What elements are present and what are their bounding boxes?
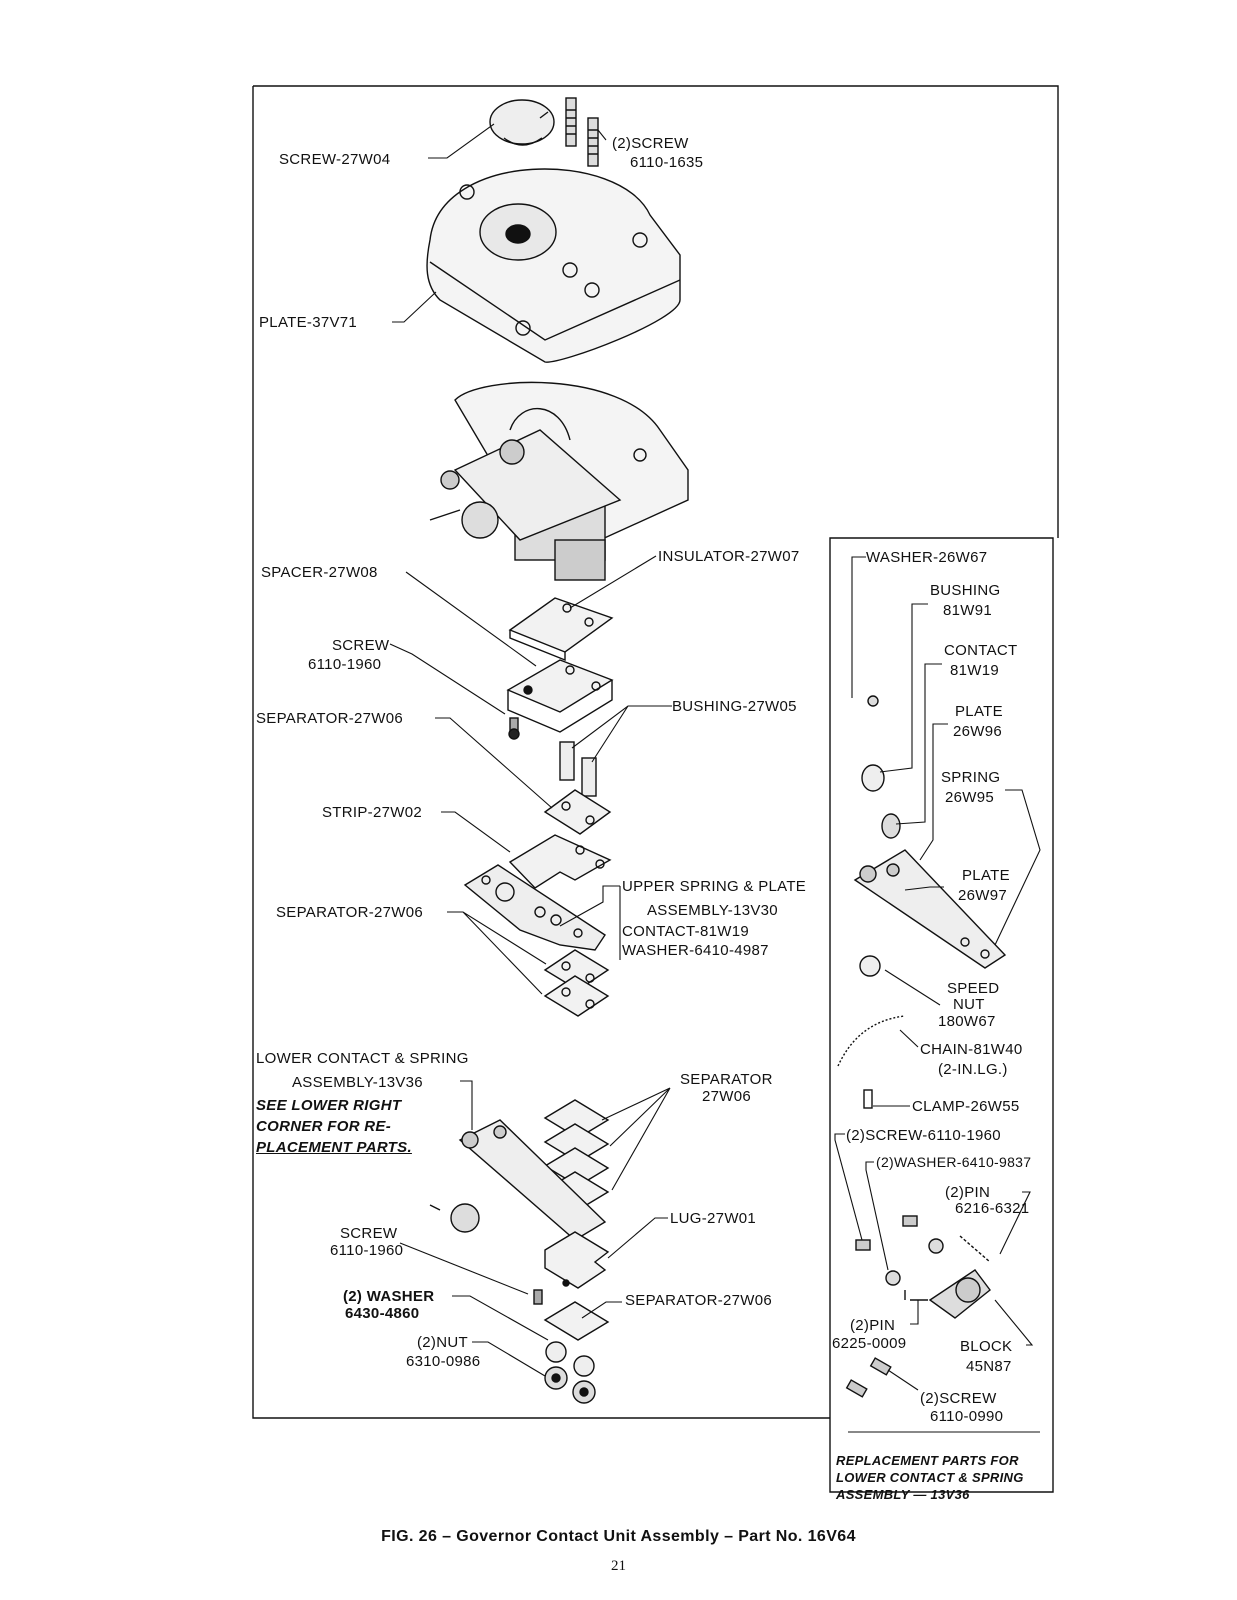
label-bushing-81w91-a: BUSHING [930, 582, 1001, 599]
label-clamp-26w55: CLAMP-26W55 [912, 1098, 1020, 1115]
label-screw-6110-1960-2b: 6110-1960 [330, 1242, 404, 1259]
label-washer-6410-9837: (2)WASHER-6410-9837 [876, 1154, 1032, 1170]
strip-27w02-part [508, 834, 612, 889]
label-pin-6216-a: (2)PIN [945, 1184, 991, 1201]
label-chain-a: CHAIN-81W40 [920, 1041, 1023, 1058]
label-plate-26w96-a: PLATE [955, 703, 1003, 720]
label-screw-6110-1635-a: (2)SCREW [612, 135, 689, 152]
label-upper-spring-a: UPPER SPRING & PLATE [622, 878, 807, 895]
label-spacer-27w08: SPACER-27W08 [261, 564, 378, 581]
label-contact-a: CONTACT [944, 642, 1018, 659]
screw-lower-part [533, 1289, 543, 1305]
label-separator-27w06-2: SEPARATOR-27W06 [276, 904, 424, 921]
assembled-unit-part [429, 381, 689, 581]
label-spring-a: SPRING [941, 769, 1001, 786]
label-pin-6225-b: 6225-0009 [832, 1335, 907, 1352]
separator-lower-parts [543, 949, 610, 1017]
replacement-line-2: LOWER CONTACT & SPRING [836, 1470, 1024, 1485]
label-insulator-27w07: INSULATOR-27W07 [658, 548, 800, 565]
label-plate-37v71: PLATE-37V71 [259, 314, 358, 331]
label-spring-b: 26W95 [945, 789, 995, 806]
label-plate-26w96-b: 26W96 [953, 723, 1003, 740]
label-screw-6110-1960-inset: (2)SCREW-6110-1960 [846, 1127, 1001, 1144]
label-separator-27w06-1: SEPARATOR-27W06 [256, 710, 404, 727]
label-separator-27w06-3b: 27W06 [702, 1088, 752, 1105]
label-washer-6430-4860-b: 6430-4860 [345, 1305, 420, 1322]
inset-frame [829, 537, 1054, 1493]
label-washer-6410-4987: WASHER-6410-4987 [622, 942, 769, 959]
screw-6110-1960-part [508, 717, 520, 740]
lower-stack-parts [429, 1099, 610, 1241]
main-frame [252, 85, 1059, 1419]
label-lug-27w01: LUG-27W01 [670, 1210, 757, 1227]
label-nut-a: (2)NUT [417, 1334, 468, 1351]
label-pin-6216-b: 6216-6321 [955, 1200, 1030, 1217]
label-see-lower-2: CORNER FOR RE- [256, 1118, 392, 1135]
label-bushing-81w91-b: 81W91 [943, 602, 993, 619]
label-screw-6110-1635-b: 6110-1635 [630, 154, 704, 171]
label-speed-nut-c: 180W67 [938, 1013, 996, 1030]
label-screw-6110-0990-a: (2)SCREW [920, 1390, 997, 1407]
label-chain-b: (2-IN.LG.) [938, 1061, 1008, 1078]
label-see-lower-1: SEE LOWER RIGHT [256, 1097, 402, 1114]
label-speed-nut-b: NUT [953, 996, 985, 1013]
page-number: 21 [611, 1558, 626, 1574]
inset-parts [837, 695, 1007, 1398]
washers-nuts-parts [544, 1341, 596, 1404]
label-plate-26w97-a: PLATE [962, 867, 1010, 884]
label-screw-6110-0990-b: 6110-0990 [930, 1408, 1004, 1425]
leader-lines [389, 123, 672, 1377]
label-separator-27w06-3a: SEPARATOR [680, 1071, 773, 1088]
label-nut-b: 6310-0986 [406, 1353, 481, 1370]
label-bushing-27w05: BUSHING-27W05 [672, 698, 797, 715]
label-upper-spring-b: ASSEMBLY-13V30 [647, 902, 778, 919]
separator-27w06-parts [543, 789, 612, 835]
label-separator-27w06-4: SEPARATOR-27W06 [625, 1292, 773, 1309]
label-contact-b: 81W19 [950, 662, 1000, 679]
inset-leader-lines [834, 556, 1041, 1433]
label-strip-27w02: STRIP-27W02 [322, 804, 422, 821]
label-contact-81w19: CONTACT-81W19 [622, 923, 749, 940]
lug-27w01-part [544, 1231, 610, 1289]
label-lower-contact-b: ASSEMBLY-13V36 [292, 1074, 423, 1091]
label-screw-6110-1960-2a: SCREW [340, 1225, 398, 1242]
label-block-b: 45N87 [966, 1358, 1012, 1375]
long-screws-part [565, 97, 599, 167]
label-see-lower-3: PLACEMENT PARTS. [256, 1139, 412, 1156]
replacement-line-1: REPLACEMENT PARTS FOR [836, 1453, 1019, 1468]
replacement-parts-note: REPLACEMENT PARTS FOR LOWER CONTACT & SP… [836, 1452, 1050, 1503]
figure-caption: FIG. 26 – Governor Contact Unit Assembly… [381, 1528, 856, 1545]
separator-bottom-part [543, 1301, 610, 1341]
label-plate-26w97-b: 26W97 [958, 887, 1008, 904]
label-screw-6110-1960-b: 6110-1960 [308, 656, 382, 673]
label-washer-26w67: WASHER-26W67 [866, 549, 988, 566]
label-washer-6430-4860-a: (2) WASHER [343, 1288, 435, 1305]
upper-spring-plate-part [463, 864, 606, 951]
label-speed-nut-a: SPEED [947, 980, 1000, 997]
plate-37v71-part [426, 168, 681, 363]
bushing-27w05-part [559, 741, 597, 797]
insulator-27w07-part [508, 597, 614, 662]
replacement-line-3: ASSEMBLY — 13V36 [836, 1487, 970, 1502]
label-screw-27w04: SCREW-27W04 [279, 151, 391, 168]
label-lower-contact-a: LOWER CONTACT & SPRING [256, 1050, 469, 1067]
cap-screw-part [489, 99, 555, 146]
label-pin-6225-a: (2)PIN [850, 1317, 896, 1334]
label-block-a: BLOCK [960, 1338, 1013, 1355]
spacer-27w08-part [506, 659, 614, 733]
label-screw-6110-1960-a: SCREW [332, 637, 390, 654]
